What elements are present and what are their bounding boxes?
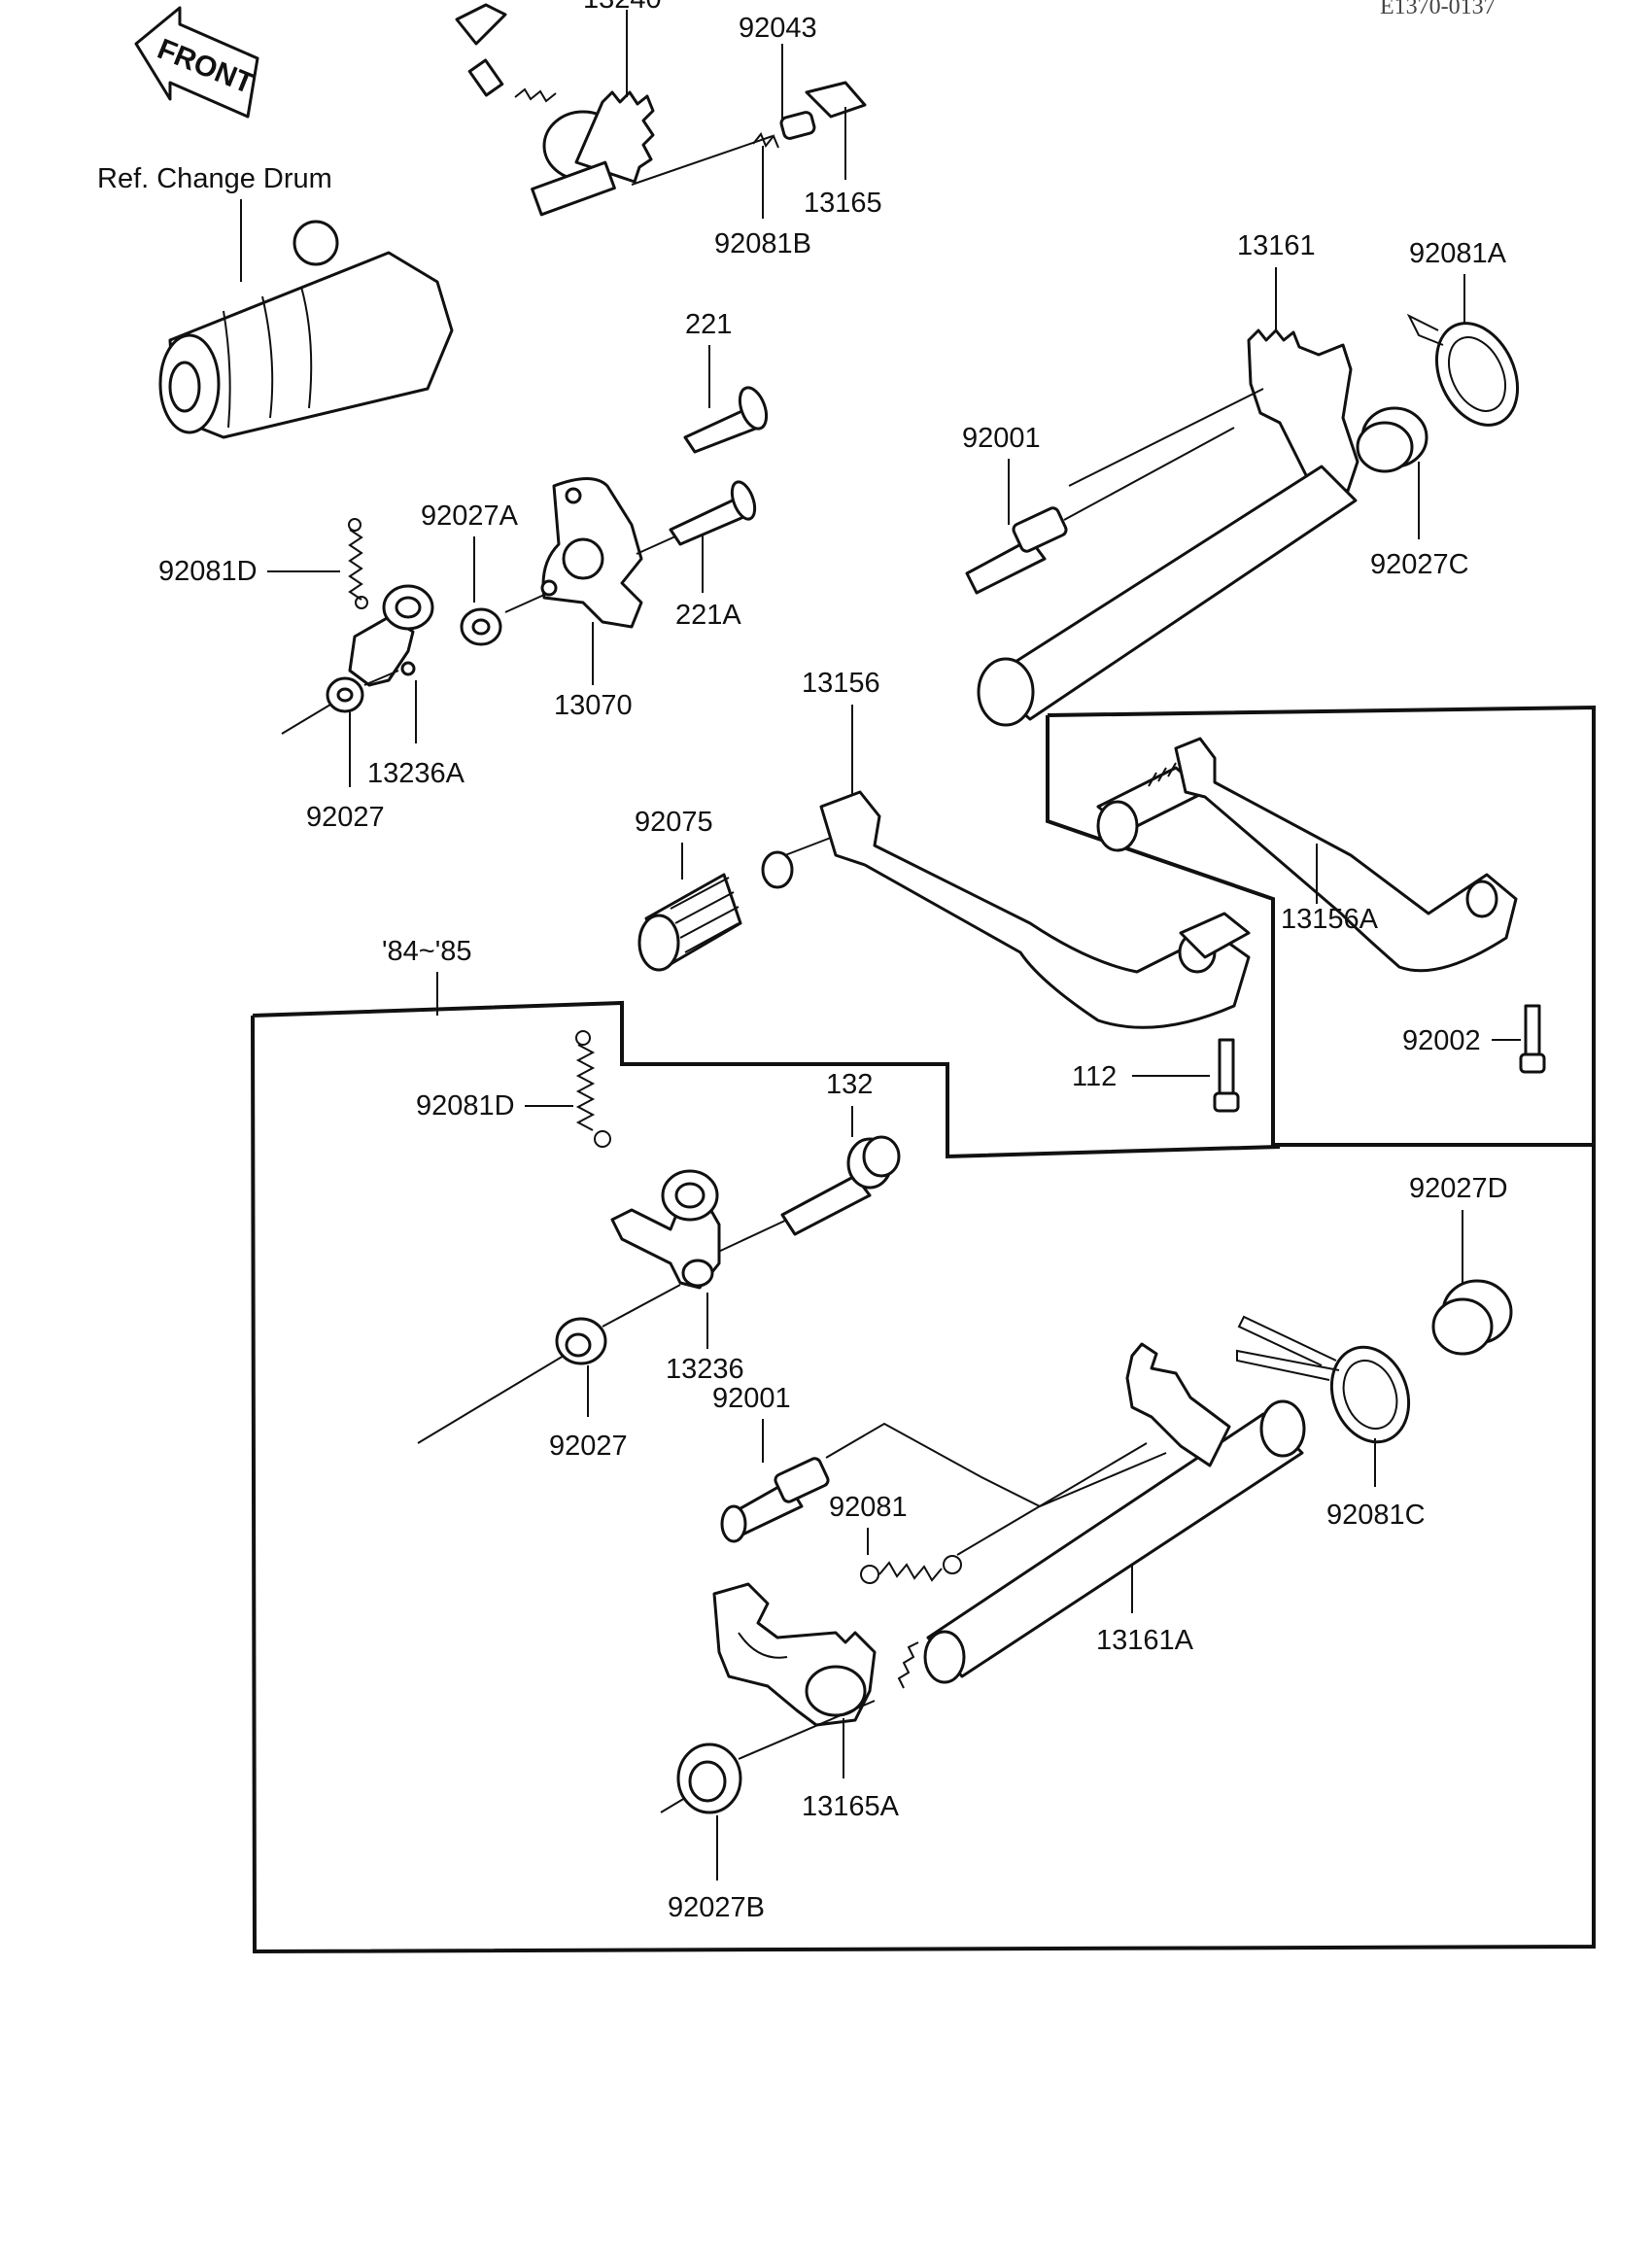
label-13161A: 13161A: [1096, 1625, 1194, 1656]
label-92027C: 92027C: [1370, 549, 1469, 580]
spring-92081A: [1406, 313, 1520, 427]
label-13236: 13236: [666, 1354, 744, 1385]
bolt-221A: [636, 480, 757, 555]
label-13156A: 13156A: [1281, 904, 1379, 935]
washer-92027B: [660, 1700, 876, 1814]
label-13156: 13156: [802, 668, 880, 699]
alt-pedal-box: [1046, 705, 1596, 1147]
label-13236A: 13236A: [367, 758, 465, 789]
label-92081D-bottom: 92081D: [416, 1090, 515, 1122]
bolt-132: [713, 1135, 901, 1255]
grip-92075: [637, 873, 742, 972]
year-range-label: '84~'85: [382, 936, 472, 967]
label-92027A: 92027A: [421, 500, 519, 532]
label-13070: 13070: [554, 690, 633, 721]
spring-92081D-top: [348, 518, 368, 609]
shift-shaft-13161: [977, 328, 1359, 727]
change-drum: [158, 220, 454, 439]
plate-13070: [504, 477, 643, 629]
bolt-92002: [1519, 1004, 1546, 1074]
shift-shaft-13161A: [897, 1342, 1306, 1689]
shift-pedal-13156: [761, 790, 1251, 1029]
front-arrow-icon: FRONT: [134, 6, 259, 119]
arm-13236A: [348, 584, 434, 687]
plate-13165A: [712, 1582, 877, 1727]
ref-change-drum-label: Ref. Change Drum: [97, 163, 332, 194]
ref-code: E1370-0137: [1380, 0, 1496, 19]
label-92081A: 92081A: [1409, 238, 1507, 269]
washer-92027-top: [281, 670, 399, 735]
label-92027-top: 92027: [306, 802, 385, 833]
label-92027B: 92027B: [668, 1892, 765, 1923]
label-92027-bottom: 92027: [549, 1431, 628, 1462]
arm-13236: [610, 1169, 721, 1290]
spring-92081: [860, 1442, 1148, 1584]
label-92075: 92075: [635, 807, 713, 838]
spring-92081C: [1236, 1315, 1411, 1444]
shift-pedal-13156A: [1096, 737, 1518, 973]
label-92027D: 92027D: [1409, 1173, 1508, 1204]
label-221A: 221A: [675, 600, 741, 631]
label-92043: 92043: [739, 13, 817, 44]
collar-92027D: [1431, 1279, 1513, 1356]
label-92081D-top: 92081D: [158, 556, 258, 587]
label-13161: 13161: [1237, 230, 1316, 261]
label-92001-top: 92001: [962, 423, 1041, 454]
label-92001-bottom: 92001: [712, 1383, 791, 1414]
bolt-112: [1213, 1038, 1240, 1113]
label-13165A: 13165A: [802, 1791, 900, 1822]
pin-92001-top: [965, 427, 1235, 595]
washer-92027-bottom: [417, 1284, 681, 1444]
part-13240-ratchet: [455, 3, 655, 217]
pin-92001-bottom: [720, 1422, 1167, 1543]
label-92081C: 92081C: [1326, 1500, 1426, 1531]
label-92081: 92081: [829, 1492, 908, 1523]
label-92081B: 92081B: [714, 228, 811, 259]
washer-92027A: [460, 607, 502, 646]
spring-92081D-bottom: [575, 1030, 611, 1148]
label-13165: 13165: [804, 188, 882, 219]
label-92002: 92002: [1402, 1025, 1481, 1056]
label-221: 221: [685, 309, 732, 340]
label-112: 112: [1072, 1061, 1117, 1092]
bolt-221: [683, 386, 769, 454]
collar-92027C: [1356, 406, 1428, 473]
label-13240: 13240: [583, 0, 662, 15]
year-range-box: [251, 1000, 1596, 1954]
label-132: 132: [826, 1069, 873, 1100]
